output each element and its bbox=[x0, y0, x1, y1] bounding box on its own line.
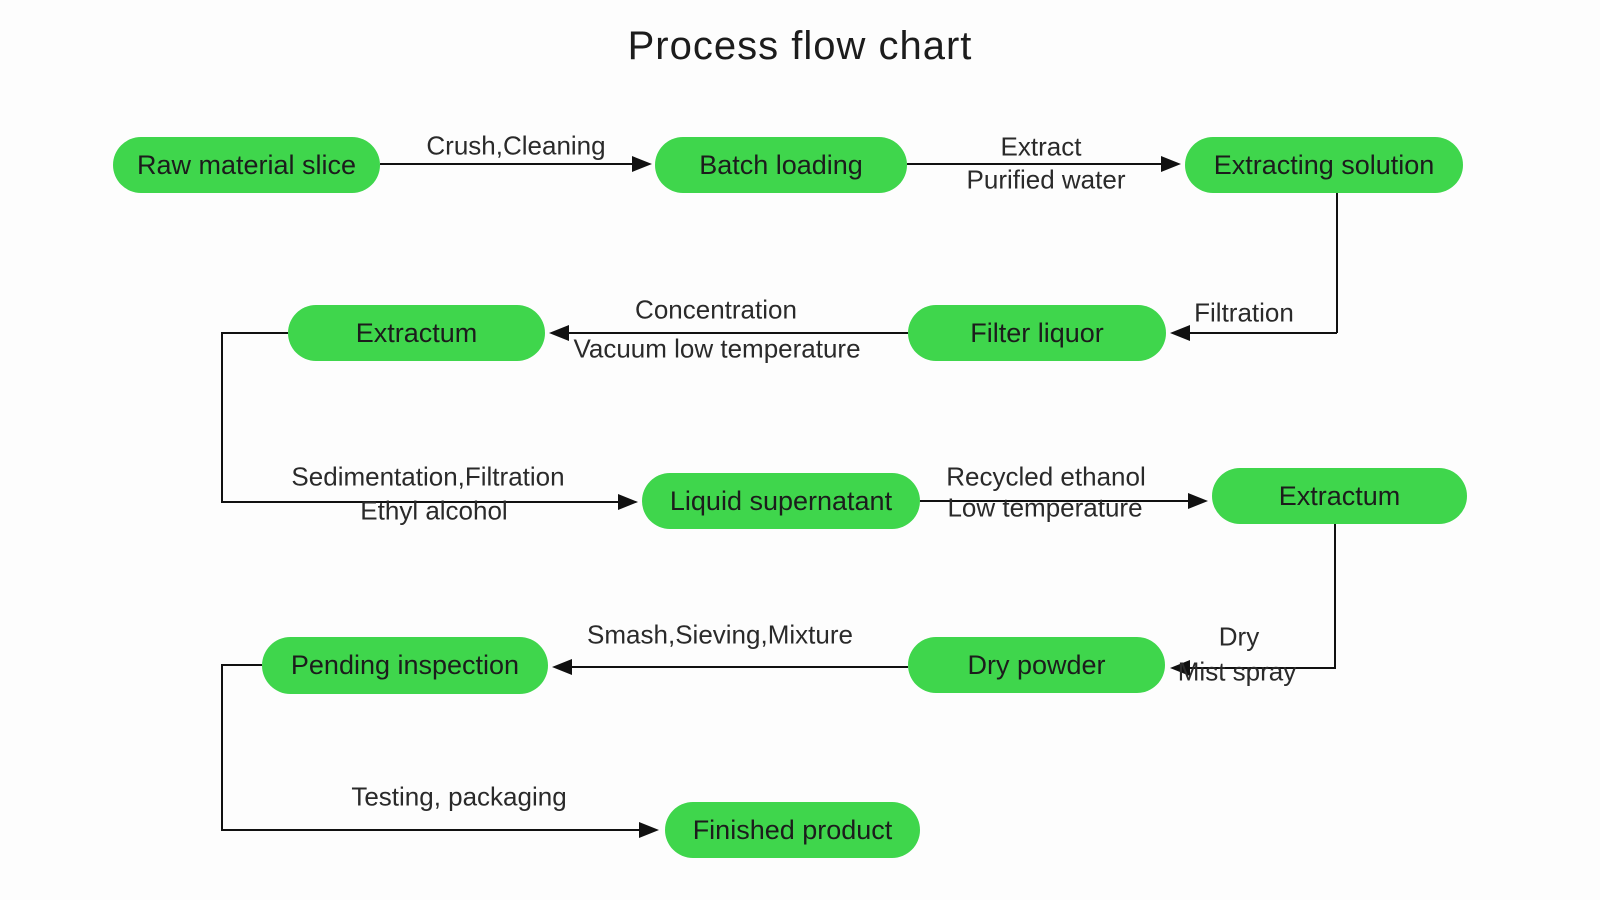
edge-filter-liquor-to-extractum-1-line bbox=[562, 332, 908, 334]
edge-extractum-1-to-liquid-supernatant-label: Ethyl alcohol bbox=[360, 495, 508, 526]
edge-extractum-2-to-dry-powder-line bbox=[1334, 524, 1336, 669]
edge-extractum-2-to-dry-powder-arrowhead bbox=[1170, 660, 1190, 676]
edge-dry-powder-to-pending-inspection-arrowhead bbox=[552, 659, 572, 675]
edge-batch-to-extracting-solution-line bbox=[907, 163, 1163, 165]
edge-extractum-1-to-liquid-supernatant-line bbox=[221, 332, 288, 334]
node-batch-loading: Batch loading bbox=[655, 137, 907, 193]
edge-extractum-2-to-dry-powder-label: Mist spray bbox=[1177, 656, 1297, 687]
edge-pending-inspection-to-finished-product-line bbox=[221, 664, 262, 666]
edge-extractum-1-to-liquid-supernatant-arrowhead bbox=[618, 494, 638, 510]
node-dry-powder: Dry powder bbox=[908, 637, 1165, 693]
edge-liquid-supernatant-to-extractum-2-label: Low temperature bbox=[947, 492, 1143, 523]
edge-dry-powder-to-pending-inspection-line bbox=[564, 666, 908, 668]
edge-filter-liquor-to-extractum-1-label: Concentration bbox=[635, 294, 797, 325]
edge-liquid-supernatant-to-extractum-2-line bbox=[920, 500, 1192, 502]
node-extracting-solution: Extracting solution bbox=[1185, 137, 1463, 193]
edge-extracting-solution-to-filter-liquor-line bbox=[1336, 193, 1338, 333]
edge-batch-to-extracting-solution-label: Purified water bbox=[966, 164, 1126, 195]
node-finished-product: Finished product bbox=[665, 802, 920, 858]
edge-raw-to-batch-line bbox=[380, 163, 636, 165]
edge-extracting-solution-to-filter-liquor-arrowhead bbox=[1170, 325, 1190, 341]
edge-filter-liquor-to-extractum-1-arrowhead bbox=[549, 325, 569, 341]
edge-pending-inspection-to-finished-product-line bbox=[221, 829, 641, 831]
edge-extractum-2-to-dry-powder-line bbox=[1186, 667, 1336, 669]
node-extractum-1: Extractum bbox=[288, 305, 545, 361]
edge-pending-inspection-to-finished-product-arrowhead bbox=[639, 822, 659, 838]
edge-raw-to-batch-arrowhead bbox=[632, 156, 652, 172]
edge-extracting-solution-to-filter-liquor-label: Filtration bbox=[1194, 297, 1294, 328]
edge-liquid-supernatant-to-extractum-2-label: Recycled ethanol bbox=[946, 461, 1146, 492]
node-liquid-supernatant: Liquid supernatant bbox=[642, 473, 920, 529]
edge-extractum-2-to-dry-powder-label: Dry bbox=[1218, 621, 1260, 652]
node-filter-liquor: Filter liquor bbox=[908, 305, 1166, 361]
edge-extracting-solution-to-filter-liquor-line bbox=[1186, 332, 1337, 334]
edge-raw-to-batch-label: Crush,Cleaning bbox=[426, 130, 606, 161]
edge-pending-inspection-to-finished-product-label: Testing, packaging bbox=[351, 781, 567, 812]
edge-filter-liquor-to-extractum-1-label: Vacuum low temperature bbox=[573, 333, 861, 364]
diagram-title: Process flow chart bbox=[627, 24, 973, 68]
edge-extractum-1-to-liquid-supernatant-line bbox=[221, 501, 621, 503]
edge-liquid-supernatant-to-extractum-2-arrowhead bbox=[1188, 493, 1208, 509]
edge-extractum-1-to-liquid-supernatant-label: Sedimentation,Filtration bbox=[291, 461, 565, 492]
edge-batch-to-extracting-solution-arrowhead bbox=[1161, 156, 1181, 172]
node-pending-inspection: Pending inspection bbox=[262, 637, 548, 694]
node-extractum-2: Extractum bbox=[1212, 468, 1467, 524]
node-raw-material-slice: Raw material slice bbox=[113, 137, 380, 193]
edge-dry-powder-to-pending-inspection-label: Smash,Sieving,Mixture bbox=[587, 619, 853, 650]
edge-batch-to-extracting-solution-label: Extract bbox=[1000, 131, 1082, 162]
edge-extractum-1-to-liquid-supernatant-line bbox=[221, 332, 223, 502]
edge-pending-inspection-to-finished-product-line bbox=[221, 664, 223, 831]
